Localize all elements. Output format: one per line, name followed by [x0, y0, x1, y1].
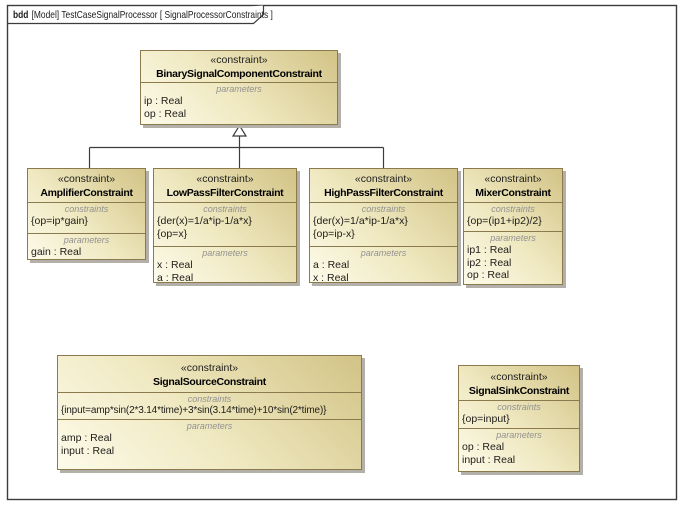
- constraints-compartment-label: constraints: [361, 204, 406, 214]
- block-name: MixerConstraint: [475, 187, 551, 199]
- block-header: «constraint» HighPassFilterConstraint: [310, 169, 457, 202]
- constraint-line: {op=(ip1+ip2)/2}: [467, 215, 542, 227]
- parameter-line: input : Real: [462, 453, 516, 466]
- parameter-line: amp : Real: [61, 432, 112, 444]
- block-name: BinarySignalComponentConstraint: [156, 68, 322, 80]
- constraint-block-low-pass-filter[interactable]: «constraint» LowPassFilterConstraint con…: [153, 168, 297, 283]
- stereotype-label: «constraint»: [354, 173, 413, 185]
- parameters-compartment-label: parameters: [360, 248, 407, 258]
- diagram-title-label: [Model] TestCaseSignalProcessor [ Signal…: [31, 9, 273, 21]
- constraints-compartment: constraints {der(x)=1/a*ip-1/a*x} {op=ip…: [310, 202, 457, 246]
- constraints-compartment: constraints {der(x)=1/a*ip-1/a*x} {op=x}: [154, 202, 296, 246]
- parameters-compartment: parameters op : Real input : Real: [459, 428, 579, 471]
- constraint-line: {der(x)=1/a*ip-1/a*x}: [157, 215, 252, 227]
- constraints-compartment-label: constraints: [203, 204, 247, 214]
- constraint-block-mixer[interactable]: «constraint» MixerConstraint constraints…: [463, 168, 563, 285]
- constraint-block-high-pass-filter[interactable]: «constraint» HighPassFilterConstraint co…: [309, 168, 458, 283]
- constraints-compartment: constraints {input=amp*sin(2*3.14*time)+…: [58, 392, 361, 419]
- block-header: «constraint» AmplifierConstraint: [28, 169, 145, 202]
- block-name: SignalSourceConstraint: [152, 376, 266, 388]
- parameters-compartment: parameters x : Real a : Real: [154, 246, 296, 282]
- block-name: HighPassFilterConstraint: [324, 187, 443, 199]
- diagram-frame-border: [6, 4, 678, 501]
- parameters-compartment-label: parameters: [63, 235, 110, 245]
- stereotype-label: «constraint»: [490, 371, 548, 383]
- parameter-line: op : Real: [462, 441, 505, 453]
- parameter-line: x : Real: [157, 259, 193, 271]
- parameter-line: a : Real: [313, 259, 350, 271]
- generalization-triangle-icon: [231, 124, 248, 137]
- constraints-compartment-label: constraints: [491, 204, 535, 214]
- diagram-kind-label: bdd: [13, 9, 29, 21]
- stereotype-label: «constraint»: [210, 54, 268, 66]
- parameter-line: op : Real: [467, 269, 510, 281]
- parameter-line: a : Real: [157, 271, 194, 283]
- constraint-line: {der(x)=1/a*ip-1/a*x}: [313, 215, 408, 227]
- parameters-compartment-label: parameters: [490, 233, 536, 243]
- constraints-compartment: constraints {op=input}: [459, 400, 579, 428]
- constraint-line: {op=input}: [462, 413, 510, 425]
- parameters-compartment: parameters ip : Real op : Real: [141, 82, 337, 124]
- stereotype-label: «constraint»: [196, 173, 254, 185]
- constraint-block-amplifier[interactable]: «constraint» AmplifierConstraint constra…: [27, 168, 146, 260]
- constraints-compartment-label: constraints: [187, 394, 232, 404]
- parameters-compartment-label: parameters: [216, 84, 262, 94]
- block-header: «constraint» SignalSinkConstraint: [459, 366, 579, 400]
- diagram-frame-tab: [7, 5, 265, 25]
- diagram-title-tab[interactable]: bdd[Model] TestCaseSignalProcessor [ Sig…: [13, 9, 273, 21]
- parameters-compartment: parameters amp : Real input : Real: [58, 419, 361, 469]
- stereotype-label: «constraint»: [484, 173, 542, 185]
- constraint-line: {op=ip-x}: [313, 227, 355, 240]
- parameter-line: gain : Real: [31, 246, 82, 258]
- parameters-compartment-label: parameters: [186, 421, 233, 431]
- parameter-line: input : Real: [61, 444, 115, 457]
- constraints-compartment: constraints {op=ip*gain}: [28, 202, 145, 233]
- parameters-compartment: parameters ip1 : Real ip2 : Real op : Re…: [464, 231, 562, 284]
- stereotype-label: «constraint»: [57, 173, 116, 185]
- constraints-compartment-label: constraints: [64, 204, 109, 214]
- block-header: «constraint» BinarySignalComponentConstr…: [141, 51, 337, 82]
- constraint-line: {op=x}: [157, 227, 188, 240]
- constraint-line: {input=amp*sin(2*3.14*time)+3*sin(3.14*t…: [61, 405, 327, 416]
- parameter-line: ip1 : Real: [467, 244, 512, 256]
- constraint-block-signal-sink[interactable]: «constraint» SignalSinkConstraint constr…: [458, 365, 580, 472]
- constraint-line: {op=ip*gain}: [31, 215, 88, 227]
- constraints-compartment-label: constraints: [497, 402, 541, 412]
- constraint-block-signal-source[interactable]: «constraint» SignalSourceConstraint cons…: [57, 355, 362, 470]
- block-name: AmplifierConstraint: [40, 187, 133, 199]
- parameters-compartment-label: parameters: [496, 430, 542, 440]
- parameters-compartment: parameters a : Real x : Real: [310, 246, 457, 282]
- parameters-compartment-label: parameters: [202, 248, 248, 258]
- parameter-line: op : Real: [144, 107, 187, 120]
- block-name: SignalSinkConstraint: [468, 385, 570, 397]
- block-name: LowPassFilterConstraint: [166, 187, 284, 199]
- constraint-block-binary-signal-component[interactable]: «constraint» BinarySignalComponentConstr…: [140, 50, 338, 125]
- block-header: «constraint» MixerConstraint: [464, 169, 562, 202]
- block-header: «constraint» LowPassFilterConstraint: [154, 169, 296, 202]
- parameters-compartment: parameters gain : Real: [28, 233, 145, 259]
- parameter-line: ip : Real: [144, 95, 183, 107]
- constraints-compartment: constraints {op=(ip1+ip2)/2}: [464, 202, 562, 231]
- parameter-line: ip2 : Real: [467, 256, 512, 269]
- stereotype-label: «constraint»: [180, 362, 239, 374]
- block-header: «constraint» SignalSourceConstraint: [58, 356, 361, 392]
- parameter-line: x : Real: [313, 271, 349, 283]
